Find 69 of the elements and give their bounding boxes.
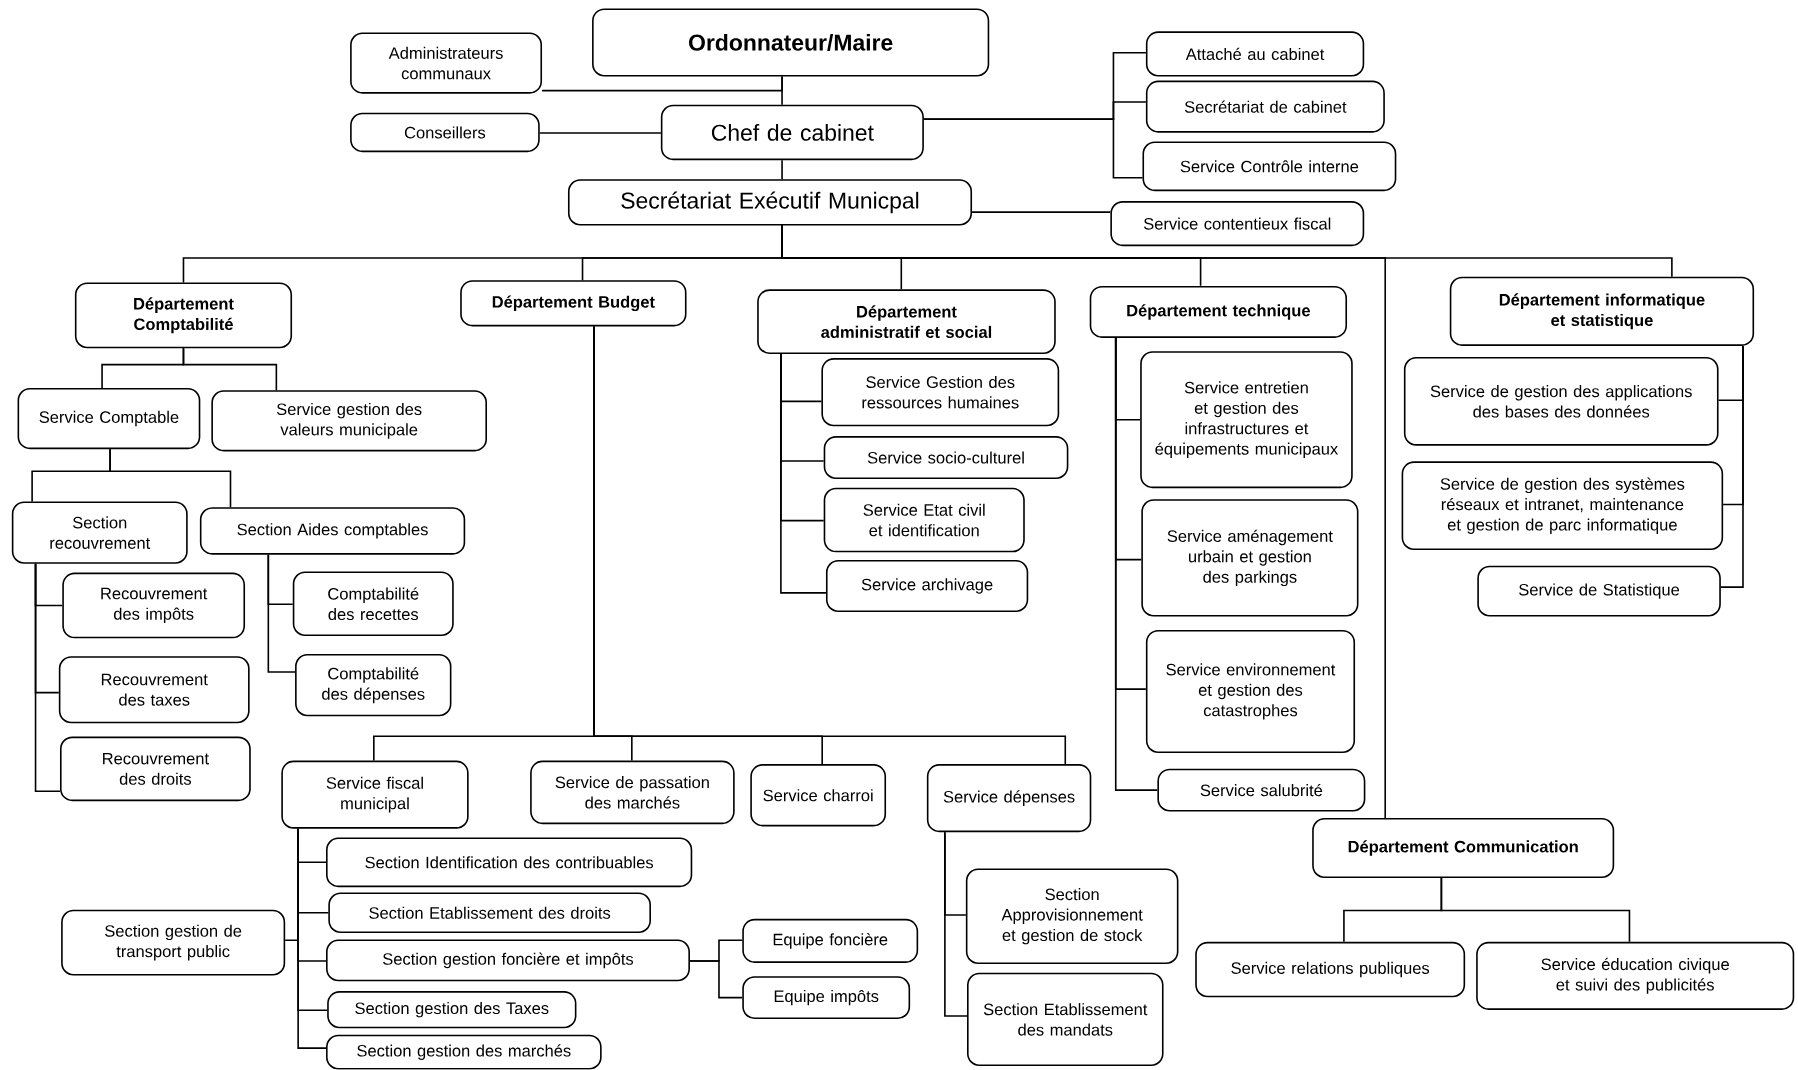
org-box: Département Communication (1312, 818, 1615, 879)
connector-line (267, 553, 296, 673)
connector-line (538, 132, 662, 134)
org-box: Service socio-culturel (823, 436, 1069, 480)
org-box: Service de passation des marchés (530, 760, 735, 825)
org-box: Service charroi (750, 764, 887, 827)
org-box: Service aménagement urbain et gestion des parkings (1141, 499, 1359, 617)
org-box: Service éducation civique et suivi des publicités (1476, 941, 1795, 1010)
org-box: Section gestion de transport public (61, 909, 286, 976)
connector-line (34, 563, 61, 793)
org-box: Département Comptabilité (74, 282, 293, 349)
org-box: Service dépenses (926, 764, 1092, 833)
connector-line (781, 159, 783, 181)
org-box: Service gestion des valeurs municipale (211, 390, 487, 452)
connector-line (109, 448, 232, 509)
org-box: Section Etablissement des droits (328, 892, 651, 934)
connector-line (593, 325, 1067, 765)
org-box: Service de gestion des applications des bases des données (1403, 357, 1719, 446)
org-box: Secrétariat Exécutif Municpal (567, 179, 973, 226)
connector-line (923, 118, 1144, 179)
org-box: Attaché au cabinet (1145, 31, 1365, 77)
org-box: Service archivage (825, 560, 1029, 613)
connector-line (1114, 337, 1159, 791)
org-box: Recouvrement des droits (59, 736, 251, 802)
org-box: Secrétariat de cabinet (1145, 80, 1385, 133)
org-box: Service Etat civil et identification (823, 487, 1025, 553)
org-box: Administrateurs communaux (350, 32, 543, 94)
org-box: Département administratif et social (757, 289, 1056, 355)
org-box: Service Gestion des ressources humaines (821, 358, 1060, 427)
org-box: Service contentieux fiscal (1110, 201, 1365, 247)
connector-line (971, 211, 1112, 213)
org-box: Section Identification des contribuables (326, 837, 693, 888)
org-box: Département informatique et statistique (1449, 276, 1755, 347)
org-box: Section recouvrement (11, 501, 188, 564)
org-box: Section gestion des marchés (326, 1034, 602, 1070)
org-box: Service de Statistique (1477, 565, 1721, 617)
org-box: Service entretien et gestion des infrastructures et équipements municipaux (1140, 351, 1353, 489)
org-box: Service fiscal municipal (281, 760, 469, 829)
org-box: Chef de cabinet (660, 104, 924, 161)
org-box: Comptabilité des dépenses (295, 654, 452, 717)
org-box: Service environnement et gestion des catastrophes (1145, 629, 1356, 754)
org-box: Service salubrité (1157, 768, 1366, 812)
org-box: Equipe foncière (742, 918, 919, 963)
org-box: Service Contrôle interne (1142, 141, 1397, 192)
org-box: Ordonnateur/Maire (592, 8, 990, 77)
org-box: Equipe impôts (742, 976, 911, 1020)
org-box: Section gestion des Taxes (327, 991, 577, 1029)
org-box: Service de gestion des systèmes réseaux et intranet, maintenance et gestion de parc informatique (1401, 461, 1724, 551)
connector-line (1440, 877, 1631, 943)
connector-line (1720, 345, 1744, 588)
connector-line (944, 831, 968, 1017)
org-box: Section Aides comptables (199, 507, 466, 555)
org-box: Conseillers (350, 112, 540, 153)
connector-line (182, 347, 278, 392)
org-box: Recouvrement des taxes (58, 656, 250, 724)
connector-line (689, 960, 744, 999)
org-box: Section Approvisionnement et gestion de stock (965, 868, 1179, 965)
org-box: Section gestion foncière et impôts (326, 939, 690, 982)
connector-line (541, 75, 783, 92)
org-box: Recouvrement des impôts (62, 572, 246, 639)
connector-line (297, 828, 327, 1049)
connector-line (780, 353, 827, 594)
org-box: Département technique (1089, 285, 1348, 338)
org-box: Service Comptable (17, 388, 201, 450)
org-box: Service relations publiques (1195, 941, 1466, 998)
org-box: Section Etablissement des mandats (967, 972, 1164, 1067)
connector-line (781, 224, 1386, 819)
org-box: Comptabilité des recettes (292, 571, 454, 637)
org-box: Département Budget (460, 280, 687, 327)
